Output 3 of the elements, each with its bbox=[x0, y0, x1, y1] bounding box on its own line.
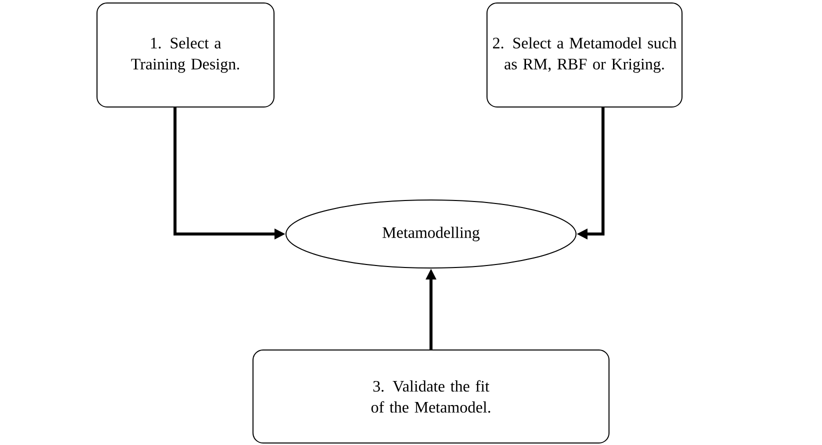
process-box: 3. Validate the fit of the Metamodel. bbox=[252, 350, 610, 444]
process-box: 2. Select a Metamodel such as RM, RBF or Kriging. bbox=[486, 2, 682, 108]
process-box: 1. Select a Training Design. bbox=[96, 2, 274, 108]
